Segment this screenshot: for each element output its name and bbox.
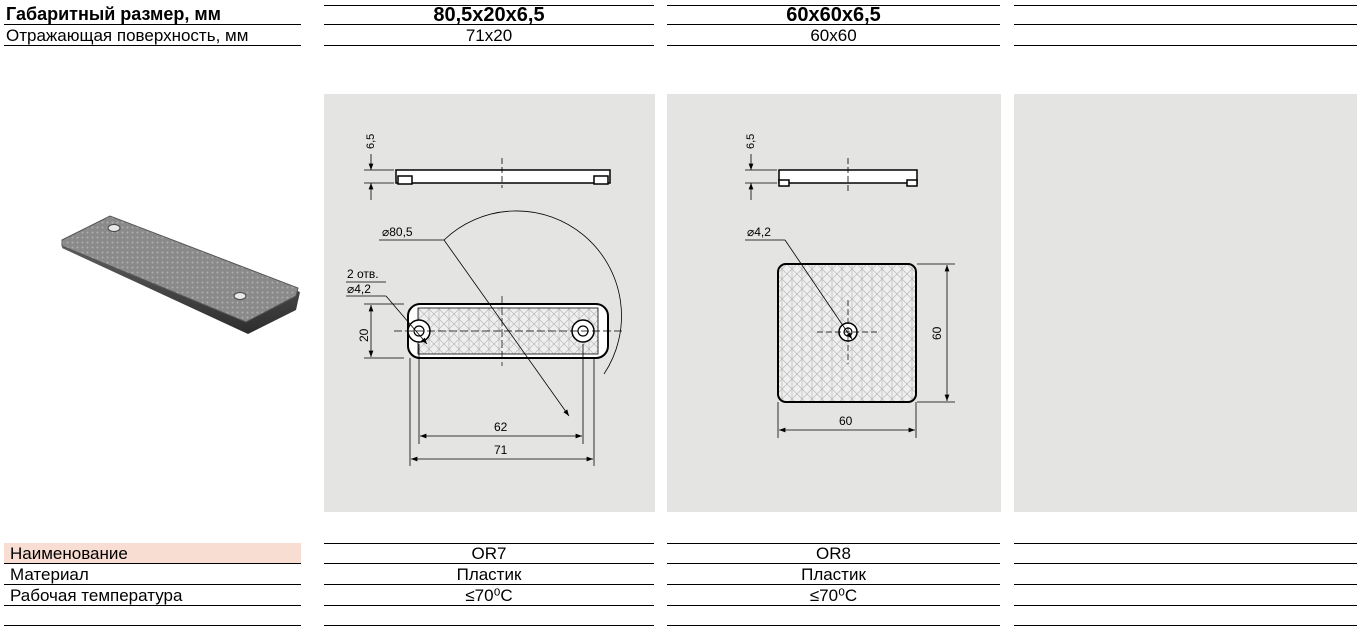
name-label-highlight xyxy=(4,543,301,563)
size-value-or7: 80,5x20x6,5 xyxy=(433,4,545,26)
or7-diameter-label: ⌀80,5 xyxy=(382,225,413,239)
divider xyxy=(324,605,654,606)
or8-hole-diameter-label: ⌀4,2 xyxy=(747,225,771,239)
or7-technical-drawing: 6,5 ⌀80,5 2 отв. ⌀4,2 20 62 71 xyxy=(346,134,624,466)
divider xyxy=(324,563,654,564)
temperature-value-or8: ≤70⁰С xyxy=(809,586,858,605)
surface-value-or7: 71x20 xyxy=(465,26,513,45)
temperature-label: Рабочая температура xyxy=(10,586,183,605)
divider xyxy=(667,24,1000,25)
divider xyxy=(324,24,654,25)
or8-height-label: 60 xyxy=(930,326,944,340)
divider xyxy=(667,563,1000,564)
divider xyxy=(667,625,1000,626)
name-value-or8: OR8 xyxy=(816,544,851,563)
or7-spacing-label: 62 xyxy=(494,420,508,434)
divider xyxy=(1014,24,1357,25)
or7-thickness-label: 6,5 xyxy=(365,134,377,149)
or8-width-label: 60 xyxy=(839,414,853,428)
temperature-value-or7: ≤70⁰С xyxy=(465,586,513,605)
divider xyxy=(667,605,1000,606)
divider xyxy=(324,5,654,6)
or7-holes-label: 2 отв. xyxy=(347,267,379,281)
divider xyxy=(1014,563,1357,564)
surface-value-or8: 60x60 xyxy=(810,26,857,45)
divider xyxy=(4,584,301,585)
divider xyxy=(1014,584,1357,585)
drawing-panel-empty xyxy=(1014,94,1357,512)
material-value-or8: Пластик xyxy=(801,565,866,584)
or8-thickness-label: 6,5 xyxy=(745,134,757,149)
or7-hole-diameter-label: ⌀4,2 xyxy=(347,282,371,296)
material-label: Материал xyxy=(10,565,89,584)
divider xyxy=(1014,625,1357,626)
or7-length-label: 71 xyxy=(494,443,508,457)
divider xyxy=(1014,605,1357,606)
or8-technical-drawing: 6,5 ⌀4,2 60 60 xyxy=(745,134,955,438)
size-value-or8: 60x60x6,5 xyxy=(786,4,881,26)
divider xyxy=(667,45,1000,46)
size-label: Габаритный размер, мм xyxy=(6,4,221,24)
divider xyxy=(1014,543,1357,544)
divider xyxy=(4,625,301,626)
divider xyxy=(4,45,301,46)
divider xyxy=(1014,45,1357,46)
divider xyxy=(324,625,654,626)
surface-label: Отражающая поверхность, мм xyxy=(6,26,249,45)
divider xyxy=(667,5,1000,6)
name-value-or7: OR7 xyxy=(471,544,507,563)
product-photo xyxy=(61,215,300,334)
divider xyxy=(4,605,301,606)
divider xyxy=(324,45,654,46)
divider xyxy=(324,584,654,585)
or7-height-label: 20 xyxy=(357,328,371,342)
material-value-or7: Пластик xyxy=(456,565,522,584)
divider xyxy=(667,543,1000,544)
divider xyxy=(4,24,301,25)
name-label: Наименование xyxy=(10,544,128,563)
divider xyxy=(4,563,301,564)
divider xyxy=(667,584,1000,585)
divider xyxy=(324,543,654,544)
divider xyxy=(1014,5,1357,6)
